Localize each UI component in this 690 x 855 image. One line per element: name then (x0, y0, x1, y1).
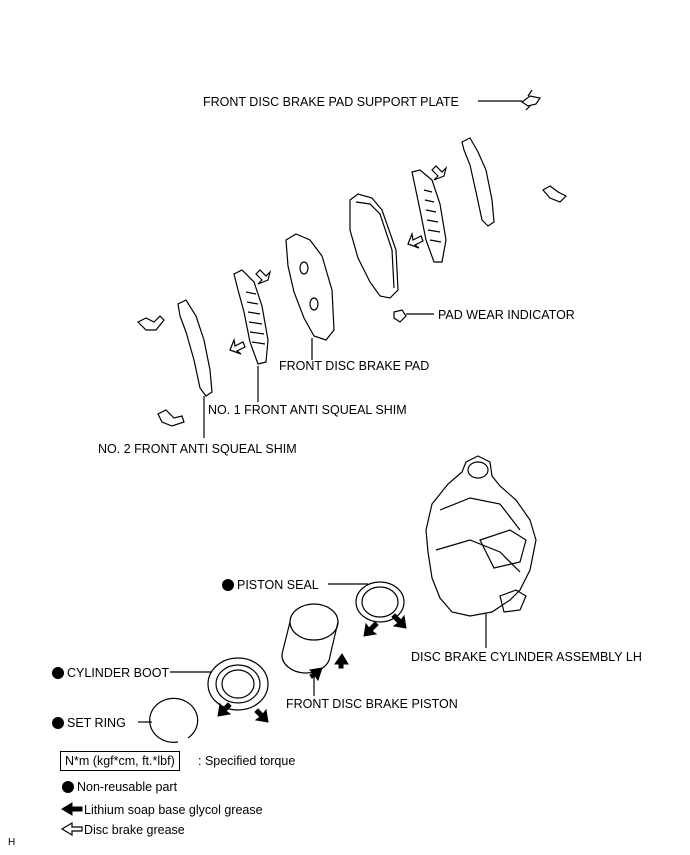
pad-wear-indicator-label: PAD WEAR INDICATOR (438, 308, 575, 322)
no2-shim-label: NO. 2 FRONT ANTI SQUEAL SHIM (98, 442, 297, 456)
disc-grease-arrow-3 (255, 269, 272, 285)
support-plate-label: FRONT DISC BRAKE PAD SUPPORT PLATE (203, 95, 459, 109)
lithium-arrow-4 (334, 653, 349, 669)
disc-legend-arrow (60, 821, 83, 837)
non-reusable-dot (222, 579, 234, 591)
lithium-arrow-1 (363, 621, 379, 637)
support-plate-clip-top (520, 89, 541, 111)
pad-wear-indicator-part (393, 309, 407, 323)
non-reusable-dot (52, 667, 64, 679)
non-reusable-legend: Non-reusable part (62, 780, 177, 794)
lithium-arrow-5 (217, 702, 232, 717)
set-ring-part (149, 697, 199, 743)
cylinder-boot-label: CYLINDER BOOT (52, 666, 169, 680)
lithium-arrow-6 (254, 708, 269, 723)
lithium-arrow-3 (308, 667, 323, 682)
torque-legend-text: : Specified torque (198, 754, 296, 768)
support-plate-clip-right (542, 185, 568, 203)
support-plate-clip-left-bottom (157, 409, 185, 427)
no2-shim-part (177, 299, 213, 397)
brake-piston-part (281, 603, 339, 674)
lithium-arrow-2 (391, 613, 407, 629)
outer-shim-right (461, 137, 495, 227)
disc-grease-legend: Disc brake grease (84, 823, 185, 837)
brake-pad-left (285, 233, 335, 341)
lithium-legend-arrow (61, 802, 83, 816)
set-ring-label: SET RING (52, 716, 126, 730)
disc-grease-arrow-1 (431, 165, 448, 181)
piston-seal-part (355, 581, 405, 623)
caliper-assembly-part (425, 455, 537, 617)
brake-pad-right (349, 193, 399, 299)
no1-shim-left (233, 269, 269, 365)
no1-shim-right (411, 169, 447, 263)
disc-grease-arrow-4 (229, 337, 246, 355)
lithium-grease-legend: Lithium soap base glycol grease (84, 803, 263, 817)
corner-mark: H (8, 837, 16, 848)
non-reusable-dot (52, 717, 64, 729)
torque-legend-box: N*m (kgf*cm, ft.*lbf) (60, 751, 180, 771)
brake-piston-label: FRONT DISC BRAKE PISTON (286, 697, 458, 711)
caliper-label: DISC BRAKE CYLINDER ASSEMBLY LH (411, 650, 642, 664)
cylinder-boot-part (207, 657, 269, 711)
no1-shim-label: NO. 1 FRONT ANTI SQUEAL SHIM (208, 403, 407, 417)
brake-pad-label: FRONT DISC BRAKE PAD (279, 359, 430, 373)
support-plate-clip-left-top (136, 315, 165, 331)
piston-seal-label: PISTON SEAL (222, 578, 319, 592)
disc-grease-arrow-2 (407, 231, 424, 249)
non-reusable-dot (62, 781, 74, 793)
